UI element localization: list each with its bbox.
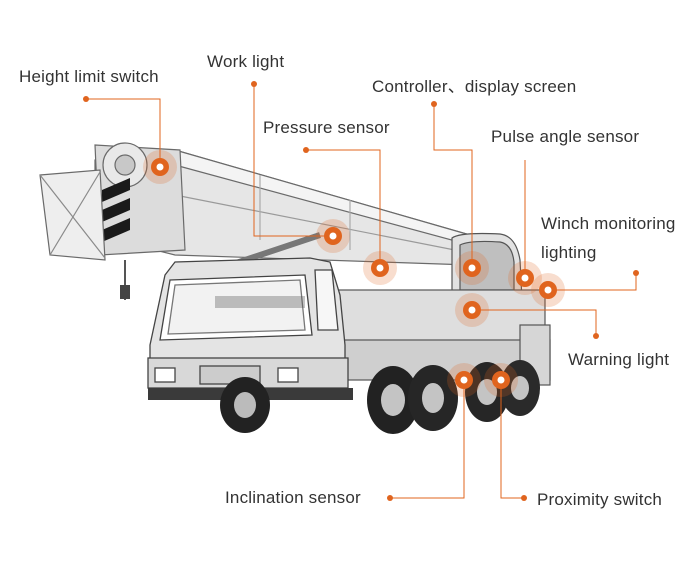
label-proximity-switch: Proximity switch [537, 490, 663, 509]
marker-work-light [316, 219, 350, 253]
dot-controller [431, 101, 437, 107]
leader-work-light [253, 84, 333, 237]
label-pressure-sensor: Pressure sensor [263, 118, 390, 137]
label-controller-display: Controller、display screen [372, 77, 577, 96]
dot-height-limit [83, 96, 89, 102]
leader-inclination [390, 380, 465, 499]
dot-proximity [521, 495, 527, 501]
dot-warning [593, 333, 599, 339]
truck-wheels [220, 360, 540, 434]
marker-height-limit [143, 150, 177, 184]
leader-warning [472, 309, 597, 336]
leader-winch [548, 273, 637, 291]
marker-proximity [484, 363, 518, 397]
label-height-limit-switch: Height limit switch [19, 67, 159, 86]
leader-height-limit [86, 98, 161, 167]
marker-winch [531, 273, 565, 307]
leader-proximity [500, 380, 524, 499]
label-pulse-angle-sensor: Pulse angle sensor [491, 127, 640, 146]
leader-pressure [306, 149, 381, 268]
label-winch-lighting: lighting [541, 243, 597, 262]
marker-pressure [363, 251, 397, 285]
leader-controller [433, 104, 473, 268]
leader-end-dots [83, 81, 639, 501]
dot-work-light [251, 81, 257, 87]
marker-warning [455, 293, 489, 327]
marker-pulse-angle [508, 261, 542, 295]
dot-inclination [387, 495, 393, 501]
label-inclination-sensor: Inclination sensor [225, 488, 361, 507]
dot-pressure [303, 147, 309, 153]
leader-lines [86, 84, 637, 499]
crane-boom [39, 142, 471, 300]
label-work-light: Work light [207, 52, 285, 71]
marker-controller [455, 251, 489, 285]
sensor-markers [143, 150, 565, 397]
label-winch-monitoring: Winch monitoring [541, 214, 676, 233]
label-warning-light: Warning light [568, 350, 670, 369]
marker-inclination [447, 363, 481, 397]
dot-winch [633, 270, 639, 276]
